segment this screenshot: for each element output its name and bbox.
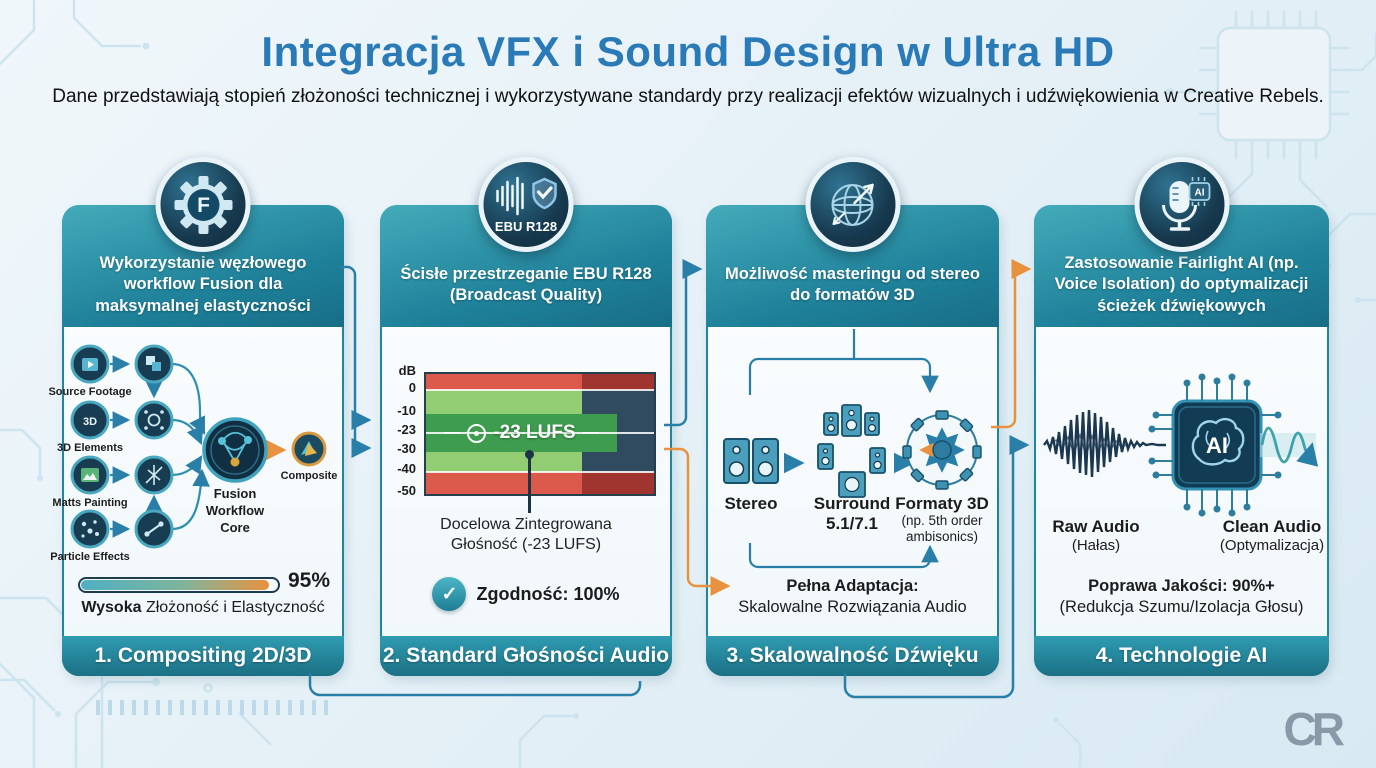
composite-node — [291, 431, 327, 467]
panel-3-footer: 3. Skalowalność Dźwięku — [706, 636, 999, 676]
io-sub-clean: (Optymalizacja) — [1219, 537, 1325, 554]
complexity-caption-bold: Wysoka — [81, 599, 142, 616]
node-3d-glyph: 3D — [83, 416, 97, 428]
complexity-progress-bar — [78, 577, 280, 593]
axis-unit: dB — [398, 363, 416, 378]
microphone-ai-icon: AI — [1134, 157, 1229, 252]
tick-23: -23 — [397, 422, 416, 437]
panel-loudness: Ścisłe przestrzeganie EBU R128 (Broadcas… — [380, 157, 683, 686]
tick-10: -10 — [397, 403, 416, 418]
target-loudness-band: -23 LUFS — [426, 418, 617, 448]
io-label-clean: Clean Audio — [1222, 517, 1322, 536]
page-title: Integracja VFX i Sound Design w Ultra HD — [261, 28, 1115, 75]
circuit-pads-decoration — [96, 700, 328, 715]
io-sub-raw: (Hałas) — [1071, 537, 1121, 554]
fusion-gear-icon: F — [155, 157, 251, 252]
node-label-particle-effects: Particle Effects — [50, 551, 130, 563]
tick-30: -30 — [397, 441, 416, 456]
node-label-3d-elements: 3D Elements — [56, 442, 124, 454]
adaptation-title: Pełna Adaptacja: — [786, 577, 919, 595]
creative-rebels-logo: CR — [1283, 703, 1345, 755]
ebu-shield-icon: EBU R128 — [478, 157, 574, 252]
clean-waveform — [1260, 426, 1319, 467]
complexity-caption: Wysoka Złożoność i Elastyczność — [64, 599, 342, 617]
loudness-callout: Docelowa Zintegrowana Głośność (-23 LUFS… — [440, 516, 612, 554]
adaptation-subtitle: Skalowalne Rozwiązania Audio — [738, 598, 967, 616]
compliance-row: Zgodność: 100% — [382, 577, 670, 611]
stage-sub-3d-formats: (np. 5th order ambisonics) — [901, 513, 983, 545]
ambisonics-ring — [902, 410, 982, 490]
stage-sub-surround: 5.1/7.1 — [826, 514, 878, 533]
stereo-speakers — [723, 438, 779, 484]
check-icon — [432, 577, 467, 611]
stage-label-stereo: Stereo — [724, 494, 778, 513]
compliance-text: Zgodność: 100% — [476, 583, 620, 604]
callout-line — [528, 457, 531, 513]
brain-icon — [1191, 417, 1245, 466]
panel-ai: Zastosowanie Fairlight AI (np. Voice Iso… — [1034, 157, 1340, 686]
tick-40: -40 — [397, 461, 416, 476]
mic-ai-chip-label: AI — [1195, 187, 1205, 198]
fusion-core-node — [202, 417, 268, 483]
node-label-composite: Composite — [280, 470, 338, 482]
panel-compositing: Wykorzystanie węzłowego workflow Fusion … — [48, 157, 355, 686]
panel-scalability: Możliwość masteringu od stereo do format… — [706, 157, 1010, 686]
panel-1-footer: 1. Compositing 2D/3D — [62, 636, 344, 676]
globe-arrows-icon — [805, 157, 900, 252]
ai-chip: AI — [1171, 399, 1263, 491]
target-icon — [467, 423, 487, 443]
target-label: -23 LUFS — [493, 422, 576, 443]
quality-title: Poprawa Jakości: 90%+ — [1088, 577, 1275, 595]
page-subtitle: Dane przedstawiają stopień złożoności te… — [52, 86, 1324, 107]
complexity-percent: 95% — [288, 569, 331, 592]
tick-0: 0 — [408, 380, 416, 395]
stage-label-surround: Surround — [813, 494, 891, 513]
complexity-caption-rest: Złożoność i Elastyczność — [141, 599, 325, 616]
io-label-raw: Raw Audio — [1052, 517, 1140, 536]
raw-waveform — [1043, 409, 1166, 478]
panel-4-footer: 4. Technologie AI — [1034, 636, 1329, 676]
ebu-icon-label: EBU R128 — [494, 219, 558, 234]
quality-subtitle: (Redukcja Szumu/Izolacja Głosu) — [1059, 598, 1304, 616]
intermediate-nodes — [134, 344, 174, 549]
surround-speakers — [817, 404, 886, 498]
stage-label-3d-formats: Formaty 3D — [895, 494, 989, 513]
node-label-matts-painting: Matts Painting — [52, 497, 128, 509]
node-label-source-footage: Source Footage — [48, 386, 132, 398]
callout-dot — [525, 450, 534, 459]
chip-label: AI — [1206, 433, 1228, 458]
fusion-letter: F — [197, 194, 210, 217]
node-label-fusion-core: Fusion Workflow Core — [205, 486, 265, 535]
complexity-progress-fill — [81, 580, 270, 590]
tick-50: -50 — [397, 483, 416, 498]
panel-2-footer: 2. Standard Głośności Audio — [380, 636, 672, 676]
loudness-meter-chart: -23 LUFS — [424, 372, 656, 496]
